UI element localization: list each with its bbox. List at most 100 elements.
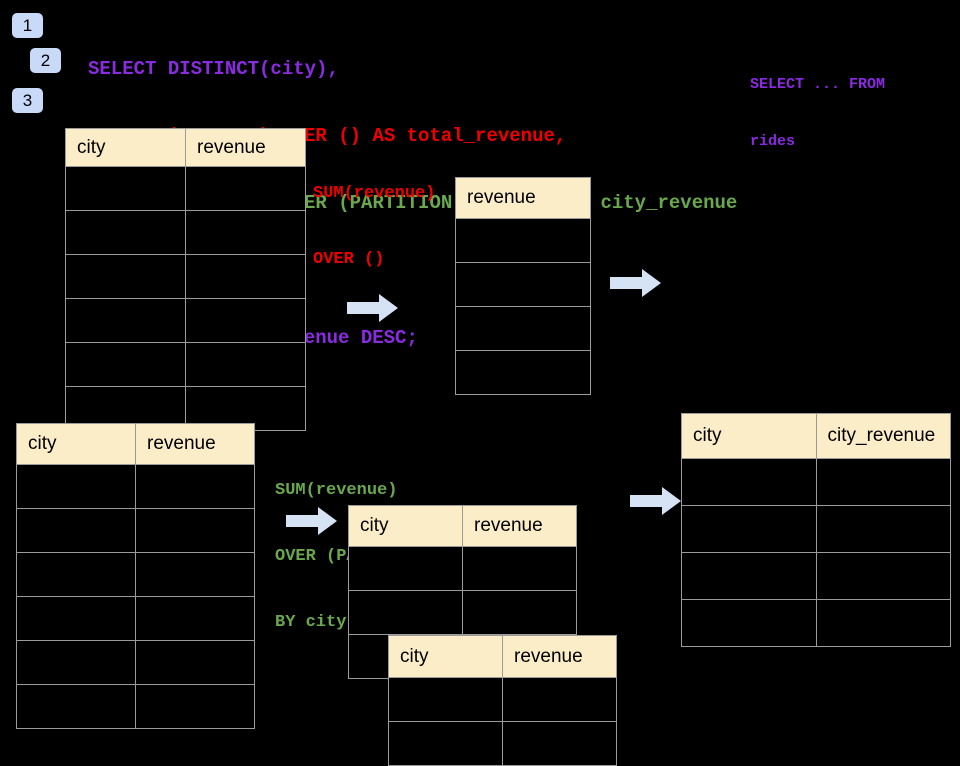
table-row <box>388 721 617 766</box>
table-revenue-only: revenue <box>455 177 591 395</box>
empty-cell <box>65 166 186 211</box>
table-row <box>388 677 617 722</box>
empty-cell <box>135 508 255 553</box>
table-row <box>16 552 255 597</box>
empty-cell <box>388 721 503 766</box>
table-row <box>455 262 591 307</box>
step-badge-label: 1 <box>22 15 33 35</box>
column-header: city <box>681 413 817 459</box>
step-badge-3: 3 <box>12 88 43 113</box>
empty-cell <box>185 298 306 343</box>
empty-cell <box>16 464 136 509</box>
table-row <box>16 596 255 641</box>
column-header: revenue <box>462 505 577 547</box>
empty-cell <box>502 721 617 766</box>
empty-cell <box>185 166 306 211</box>
empty-cell <box>502 677 617 722</box>
empty-cell <box>16 552 136 597</box>
table-row <box>65 298 306 343</box>
empty-cell <box>65 298 186 343</box>
side-note-line: rides <box>750 133 796 150</box>
over-clause-label: SUM(revenue) OVER () <box>313 139 435 293</box>
table-row <box>348 546 577 591</box>
column-header: city <box>348 505 463 547</box>
empty-cell <box>681 599 817 647</box>
flow-arrow-right-icon <box>630 487 681 515</box>
empty-cell <box>462 590 577 635</box>
empty-cell <box>455 262 591 307</box>
table-row <box>16 464 255 509</box>
code-line-select: SELECT DISTINCT(city), <box>88 57 339 80</box>
empty-cell <box>185 210 306 255</box>
table-row <box>681 552 951 600</box>
table-row <box>16 640 255 685</box>
side-note-line: SELECT ... FROM <box>750 76 886 93</box>
empty-cell <box>16 684 136 729</box>
header-row: revenue <box>455 177 591 219</box>
step-badge-label: 2 <box>40 50 51 70</box>
empty-cell <box>681 505 817 553</box>
table-row <box>16 684 255 729</box>
empty-cell <box>135 684 255 729</box>
partition-clause-label-line: SUM(revenue) <box>275 481 398 500</box>
table-row <box>348 590 577 635</box>
table-row <box>65 254 306 299</box>
diagram-canvas: { "colors": { "background": "#000000", "… <box>12 13 951 766</box>
column-header: city <box>16 423 136 465</box>
empty-cell <box>681 458 817 506</box>
column-header: city_revenue <box>815 413 951 459</box>
step-badge-label: 3 <box>22 90 33 110</box>
table-row <box>16 508 255 553</box>
empty-cell <box>455 306 591 351</box>
empty-cell <box>16 596 136 641</box>
column-header: city <box>388 635 503 678</box>
empty-cell <box>455 218 591 263</box>
table-row <box>455 218 591 263</box>
table-row <box>681 599 951 647</box>
side-note-code: SELECT ... FROM rides <box>750 37 885 170</box>
empty-cell <box>348 590 463 635</box>
empty-cell <box>16 640 136 685</box>
empty-cell <box>65 342 186 387</box>
empty-cell <box>815 458 951 506</box>
empty-cell <box>135 640 255 685</box>
partition-clause-label-line: BY city) <box>275 613 357 632</box>
empty-cell <box>462 546 577 591</box>
empty-cell <box>815 552 951 600</box>
empty-cell <box>16 508 136 553</box>
column-header: revenue <box>455 177 591 219</box>
table-row <box>65 342 306 387</box>
empty-cell <box>185 342 306 387</box>
step-badge-2: 2 <box>30 48 61 73</box>
flow-arrow-right-icon <box>347 294 398 322</box>
empty-cell <box>65 210 186 255</box>
table-row <box>455 306 591 351</box>
column-header: revenue <box>502 635 617 678</box>
empty-cell <box>65 254 186 299</box>
empty-cell <box>135 596 255 641</box>
empty-cell <box>135 464 255 509</box>
empty-cell <box>135 552 255 597</box>
empty-cell <box>815 599 951 647</box>
empty-cell <box>681 552 817 600</box>
column-header: revenue <box>135 423 255 465</box>
table-row <box>65 166 306 211</box>
step-badge-1: 1 <box>12 13 43 38</box>
over-clause-label-line: OVER () <box>313 250 385 269</box>
empty-cell <box>455 350 591 395</box>
flow-arrow-right-icon <box>610 269 661 297</box>
empty-cell <box>185 254 306 299</box>
over-clause-label-line: SUM(revenue) <box>313 184 436 203</box>
table-row <box>681 505 951 553</box>
empty-cell <box>348 546 463 591</box>
